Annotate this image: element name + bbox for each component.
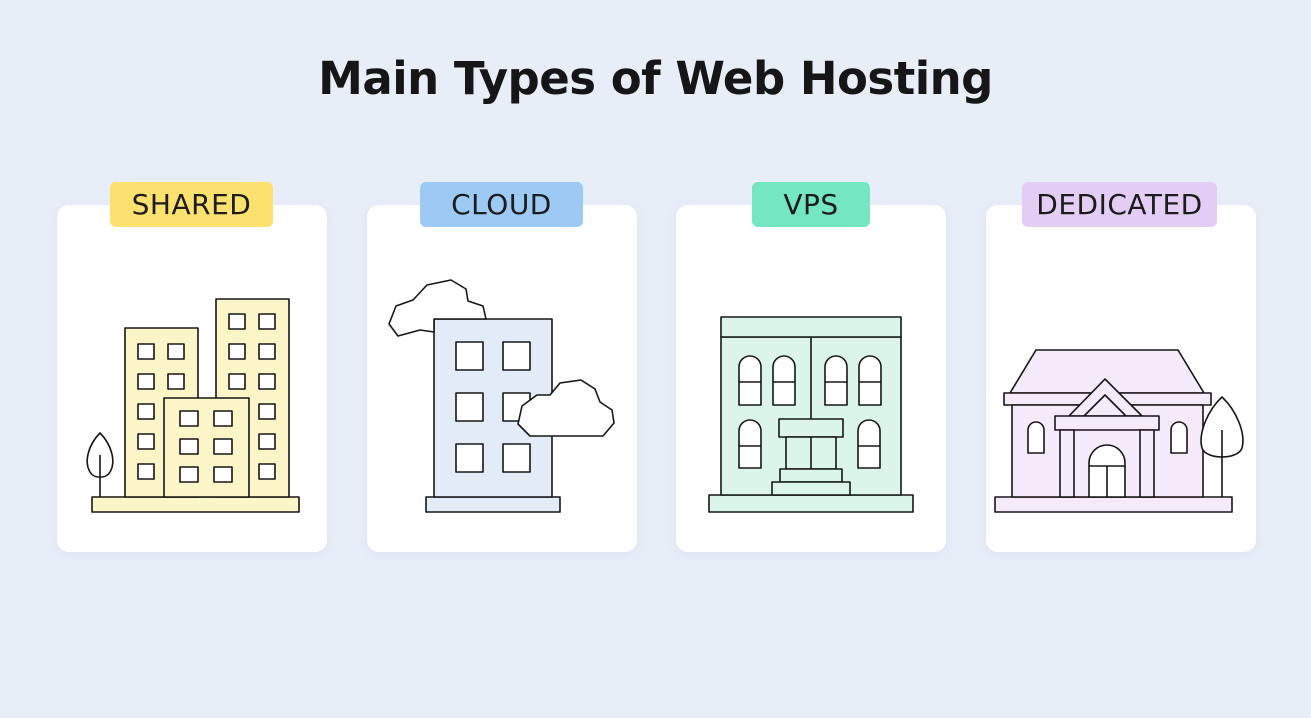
multi-unit-building-icon [708, 316, 914, 513]
badge-vps: VPS [752, 182, 870, 227]
building-with-clouds-icon [388, 279, 615, 513]
page-title: Main Types of Web Hosting [318, 52, 993, 105]
badge-dedicated: DEDICATED [1022, 182, 1217, 227]
badge-shared: SHARED [110, 182, 273, 227]
badge-cloud: CLOUD [420, 182, 583, 227]
apartment-buildings-icon [86, 298, 300, 513]
single-house-icon [994, 349, 1244, 513]
